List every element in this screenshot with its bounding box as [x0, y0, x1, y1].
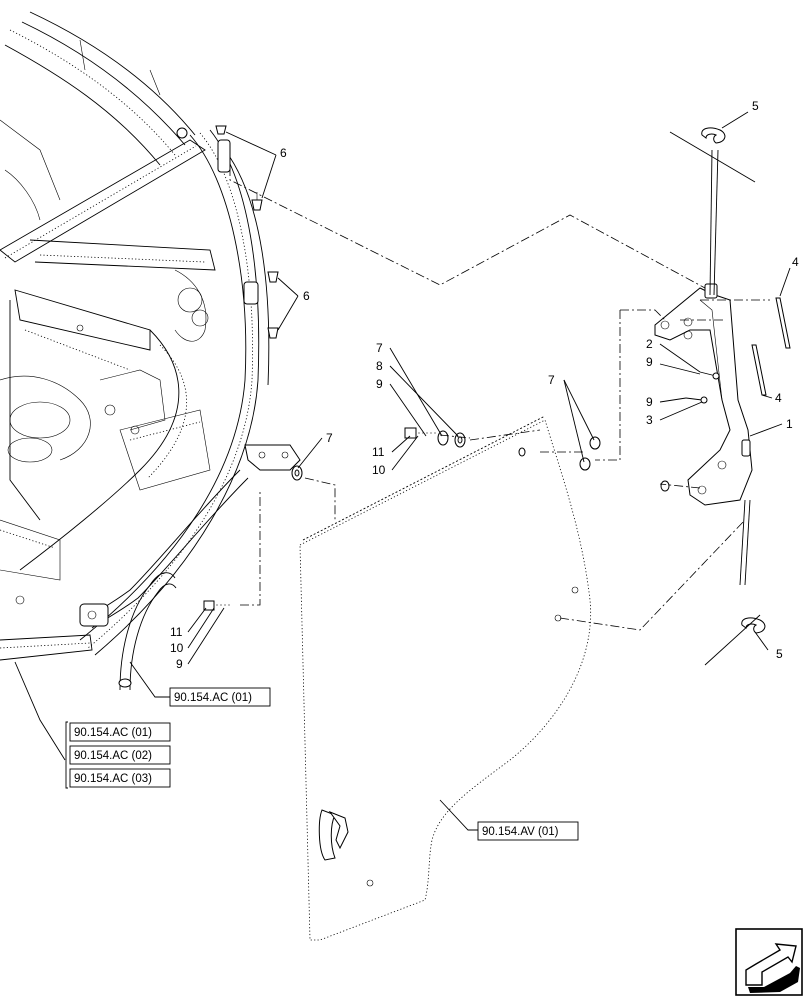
- reference-ac-group-label-1: 90.154.AC (01): [74, 727, 152, 739]
- callout-9-c: 9: [376, 377, 383, 391]
- callout-4-top: 4: [792, 255, 799, 269]
- callout-11-upper: 11: [372, 445, 385, 459]
- callout-7-stack: 7: [376, 341, 383, 355]
- callout-labels: 5 6 6 4 2 9 4 9 3 1 7 8 9 11 10 7 7 11 1…: [170, 99, 799, 671]
- reference-ac-group-item-3[interactable]: 90.154.AC (03): [69, 768, 171, 788]
- callout-11-lower: 11: [170, 625, 183, 639]
- reference-ac-group-item-1[interactable]: 90.154.AC (01): [69, 722, 171, 742]
- reference-ac-group-label-3: 90.154.AC (03): [74, 773, 152, 785]
- clip-set-upper: [215, 125, 263, 211]
- callout-5-top: 5: [752, 99, 759, 113]
- callout-3: 3: [646, 413, 653, 427]
- reference-ac-group-label-2: 90.154.AC (02): [74, 750, 152, 762]
- leader-lines: [14, 111, 791, 831]
- callout-6-lower: 6: [303, 289, 310, 303]
- callout-7-bracket: 7: [326, 431, 333, 445]
- reference-ac-single[interactable]: 90.154.AC (01): [169, 687, 271, 707]
- callout-9-d: 9: [176, 657, 183, 671]
- callout-6-upper: 6: [280, 146, 287, 160]
- callout-2: 2: [646, 337, 653, 351]
- callout-4-lower: 4: [775, 391, 782, 405]
- door-hose-assembly: [79, 444, 301, 691]
- callout-10-lower: 10: [170, 641, 184, 655]
- callout-9-a: 9: [646, 355, 653, 369]
- callout-7-right: 7: [548, 373, 555, 387]
- assembly-lines: [229, 150, 770, 631]
- reference-ac-group: 90.154.AC (01) 90.154.AC (02) 90.154.AC …: [65, 721, 171, 789]
- reference-av[interactable]: 90.154.AV (01): [477, 821, 579, 841]
- callout-9-b: 9: [646, 395, 653, 409]
- cab-frame: [0, 11, 270, 661]
- callout-10-upper: 10: [372, 463, 386, 477]
- callout-1: 1: [786, 417, 793, 431]
- door-glass: [299, 415, 592, 941]
- reference-ac-single-label: 90.154.AC (01): [174, 692, 252, 704]
- clip-set-lower: [267, 271, 279, 339]
- reference-ac-group-item-2[interactable]: 90.154.AC (02): [69, 745, 171, 765]
- reference-av-label: 90.154.AV (01): [482, 826, 559, 838]
- hinge-arm: [654, 127, 791, 666]
- callout-5-bottom: 5: [776, 647, 783, 661]
- callout-8: 8: [376, 359, 383, 373]
- next-page-arrow-icon[interactable]: [735, 928, 803, 996]
